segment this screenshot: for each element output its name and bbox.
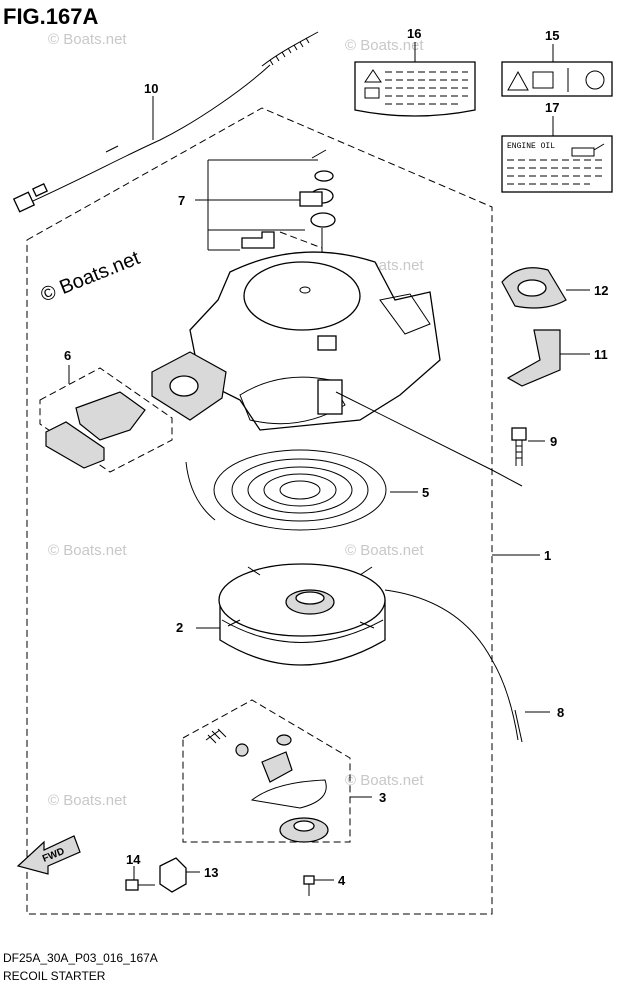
callout-14: 14	[126, 852, 141, 867]
watermark: © Boats.net	[48, 31, 127, 48]
watermark: © Boats.net	[48, 542, 127, 559]
decal-16	[354, 42, 476, 117]
callout-2: 2	[176, 620, 183, 635]
screw-4	[303, 875, 334, 896]
decal-17-text: ENGINE OIL	[507, 142, 555, 151]
fwd-arrow-icon: FWD	[16, 835, 81, 875]
small-parts-7	[195, 149, 336, 342]
callout-12: 12	[594, 283, 608, 298]
figure-title: FIG.167A	[3, 4, 98, 29]
callout-9: 9	[550, 434, 557, 449]
callout-7: 7	[178, 193, 185, 208]
callout-17: 17	[545, 100, 559, 115]
callout-15: 15	[545, 28, 559, 43]
callout-3: 3	[379, 790, 386, 805]
assembly-boundary	[26, 107, 493, 915]
watermark: © Boats.net	[345, 542, 424, 559]
callout-4: 4	[338, 873, 346, 888]
figure-code: DF25A_30A_P03_016_167A	[3, 951, 158, 965]
rope-8	[384, 589, 550, 743]
callout-1: 1	[544, 548, 551, 563]
bolt-9	[511, 427, 545, 466]
callout-6: 6	[64, 348, 71, 363]
starter-case	[151, 251, 523, 487]
watermark-main: © Boats.net	[38, 247, 144, 307]
callout-10: 10	[144, 81, 158, 96]
cable-assembly-10	[12, 31, 319, 213]
kit-3	[182, 699, 372, 843]
callout-13: 13	[204, 865, 218, 880]
callouts: 1 2 3 4 5 6 7 8 9 10 11 12 13 14 15 16 1…	[64, 26, 608, 888]
watermark: © Boats.net	[345, 772, 424, 789]
bolt-14	[125, 866, 155, 891]
callout-11: 11	[594, 347, 608, 362]
watermark: © Boats.net	[345, 37, 424, 54]
spring-5	[185, 449, 418, 531]
bracket-13	[159, 857, 200, 893]
handle-6	[39, 365, 173, 473]
callout-5: 5	[422, 485, 429, 500]
watermark: © Boats.net	[48, 792, 127, 809]
callout-16: 16	[407, 26, 421, 41]
part-11	[506, 329, 590, 387]
decal-15	[501, 44, 613, 97]
reel-2	[196, 563, 386, 666]
decal-17: ENGINE OIL	[501, 116, 613, 193]
figure-name: RECOIL STARTER	[3, 969, 106, 983]
part-12	[501, 267, 590, 309]
callout-8: 8	[557, 705, 564, 720]
